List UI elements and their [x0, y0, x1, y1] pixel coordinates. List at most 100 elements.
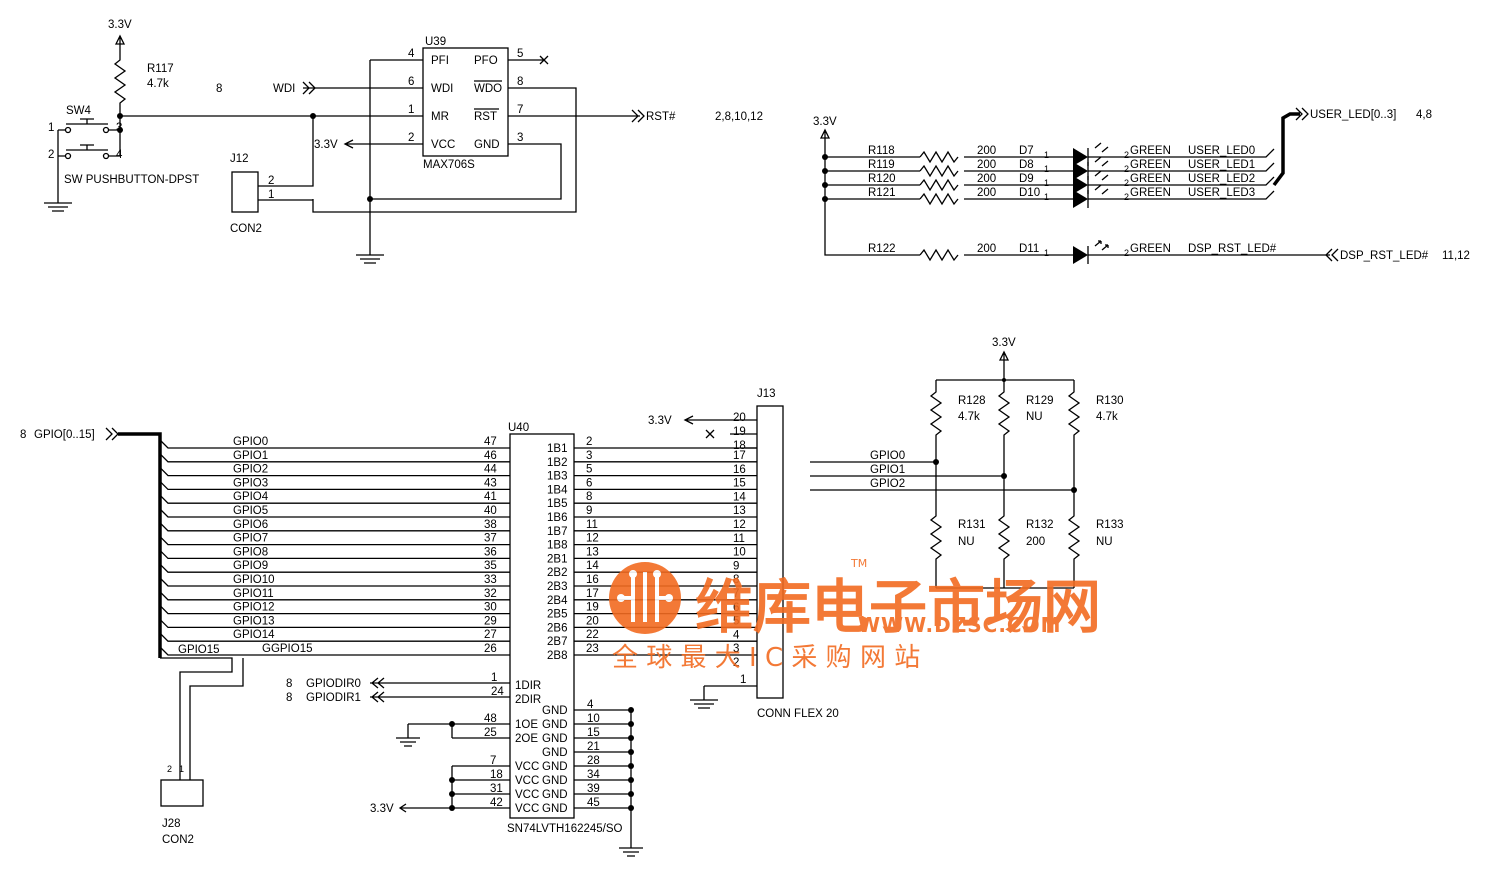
u40-pin-name: 2OE [515, 733, 538, 745]
gpio-a-row: GPIO2441A3 [159, 464, 535, 483]
dir-wire [370, 691, 510, 703]
j28-connector: 2 1 J28 CON2 [160, 764, 204, 846]
gpio-net-label: GPIO1 [233, 450, 268, 462]
pulldown-value: NU [958, 536, 975, 548]
wdi-net-label: WDI [273, 83, 295, 95]
led-net-label: USER_LED2 [1188, 173, 1255, 185]
d11-diode [1073, 246, 1088, 264]
u40-pin-number: 13 [586, 546, 599, 558]
j13-pin-number: 4 [733, 629, 740, 641]
sw4-switch: SW4 1 2 3 4 SW PUSHBUTTON-DPST [48, 105, 199, 200]
u40-pin-name: GND [542, 705, 568, 717]
u39-pin-number: 4 [408, 48, 415, 60]
u40-pin-name: GND [542, 719, 568, 731]
u40-pin-number: 37 [484, 533, 497, 545]
led-resistor [919, 179, 959, 191]
gpio-net-label: GGPIO15 [262, 643, 313, 655]
led-pin-number: 2 [1124, 178, 1129, 188]
j13-pin-number: 10 [733, 547, 746, 559]
pullup-net-label: GPIO0 [870, 450, 905, 462]
j13-pin-number: 3 [733, 643, 739, 655]
pullup-net-label: GPIO1 [870, 464, 905, 476]
pullup-resistor-pair [997, 380, 1011, 588]
bus-entry-wire [159, 453, 510, 463]
u40-pin-number: 14 [586, 560, 599, 572]
vcc-rail-label: 3.3V [370, 803, 394, 815]
led-pin-number: 1 [1044, 192, 1049, 202]
u39-pin-number: 1 [408, 104, 414, 116]
led-resistor-ref: R120 [868, 173, 896, 185]
watermark-logo: 维库电子市场网 TM WWW.DZSC.COM 全 球 最 大 I C 采 购 … [609, 557, 1101, 673]
j13-pin-number: 13 [733, 505, 746, 517]
watermark-url: WWW.DZSC.COM [858, 613, 1062, 637]
pullup-net-row: GPIO1 [810, 464, 1004, 477]
rst-pages: 2,8,10,12 [715, 111, 763, 123]
u40-pin-number: 2 [586, 436, 592, 448]
bus-entry-wire [159, 618, 510, 629]
ground-symbol-sw4 [44, 200, 72, 212]
pullup-ref: R130 [1096, 395, 1124, 407]
pullup-value: 4.7k [1096, 411, 1118, 423]
u40-pin-name: 1B4 [547, 484, 568, 496]
led-wire [1087, 184, 1275, 208]
rst-net-label: RST# [646, 111, 676, 123]
led-diode-ref: D9 [1019, 173, 1034, 185]
wdi-port-arrow [302, 81, 316, 95]
r117-value: 4.7k [147, 78, 169, 90]
pullup-ref: R129 [1026, 395, 1054, 407]
u40-pin-number: 35 [484, 560, 497, 572]
dir-page: 8 [286, 692, 292, 704]
r117-resistor [113, 55, 127, 116]
r122-ref: R122 [868, 243, 896, 255]
u40-pin-name: 1B2 [547, 457, 567, 469]
j13-pin-number: 14 [733, 491, 746, 503]
j13-pin-number: 9 [733, 560, 739, 572]
u40-pin-name: 2B2 [547, 567, 567, 579]
gpio-net-label: GPIO9 [233, 560, 268, 572]
u40-pin-number: 5 [586, 464, 592, 476]
led-diode [1073, 190, 1088, 208]
led-diode-ref: D10 [1019, 187, 1040, 199]
dsp-rst-net: DSP_RST_LED# [1188, 243, 1277, 255]
u40-pin-name: 1B5 [547, 498, 567, 510]
reset-section: 3.3V SW4 R117 4.7k 8 SW4 1 2 3 4 SW PUSH… [44, 19, 763, 264]
u40-pin-name: GND [542, 747, 568, 759]
u40-pin-number: 32 [484, 588, 497, 600]
u39-pin-name: GND [474, 139, 500, 151]
led-color: GREEN [1130, 159, 1171, 171]
watermark-tm: TM [850, 557, 867, 570]
led-pin-number: 1 [1044, 150, 1049, 160]
bus-entry-wire [159, 522, 510, 532]
u40-chip: U40 SN74LVTH162245/SO 1B12171B23161B3515… [286, 422, 757, 835]
gpio-a-row: GPIO3431A4 [159, 477, 536, 496]
u40-pin-name: 2B8 [547, 650, 567, 662]
u39-pin-name: WDO [474, 83, 502, 95]
j13-pin-number: 12 [733, 519, 746, 531]
d11-pin2: 2 [1124, 248, 1129, 258]
gpio-net-label: GPIO8 [233, 546, 268, 558]
u40-pin-name: VCC [515, 761, 539, 773]
gpio-net-label: GPIO3 [233, 477, 268, 489]
led-wire [1087, 156, 1275, 180]
sw4-value: SW PUSHBUTTON-DPST [64, 174, 199, 186]
led-resistor [919, 193, 959, 205]
u40-pin-name: 2B5 [547, 609, 567, 621]
u40-pin-number: 46 [484, 450, 497, 462]
u39-pin-name: RST [474, 111, 497, 123]
u40-pin-number: 8 [586, 491, 592, 503]
u40-pin-number: 23 [586, 643, 599, 655]
u40-pin-number: 39 [587, 783, 600, 795]
